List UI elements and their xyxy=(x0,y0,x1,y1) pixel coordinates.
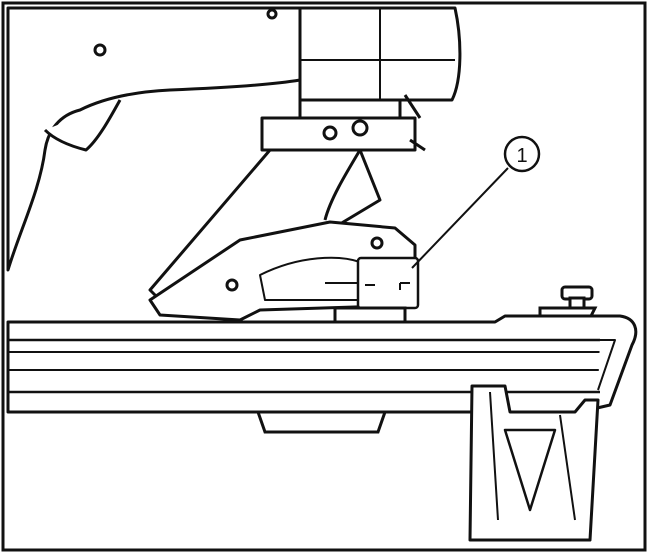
clamp-bracket xyxy=(260,94,426,152)
guide-rail xyxy=(6,314,638,414)
power-tool-body xyxy=(6,6,462,272)
callout-circle xyxy=(503,135,541,173)
callout-leader-line xyxy=(411,167,509,269)
rail-tab xyxy=(255,410,388,434)
end-stop-bracket xyxy=(468,384,600,542)
marked-component xyxy=(356,256,420,310)
callout-number: 1 xyxy=(516,145,527,167)
callout-1: 1 xyxy=(411,135,541,269)
